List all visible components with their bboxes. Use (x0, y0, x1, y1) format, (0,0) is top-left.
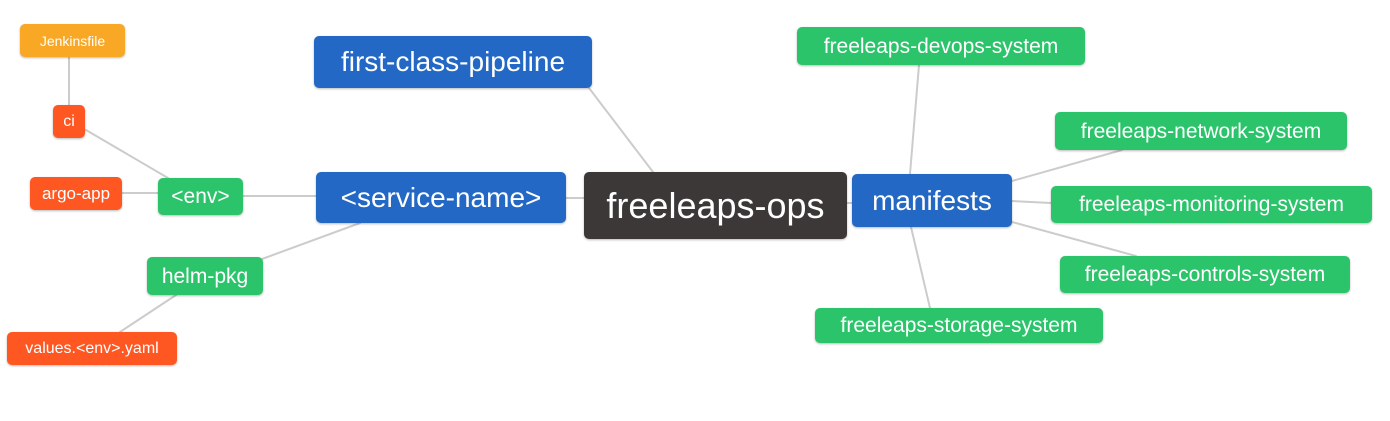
node-monitoring-system[interactable]: freeleaps-monitoring-system (1051, 186, 1372, 223)
edge-manifests-to-network-system (1011, 149, 1123, 182)
edge-helm-pkg-to-values-env-yaml (119, 294, 177, 333)
node-service-name[interactable]: <service-name> (316, 172, 566, 223)
node-first-class-pipeline[interactable]: first-class-pipeline (314, 36, 592, 88)
node-network-system[interactable]: freeleaps-network-system (1055, 112, 1347, 150)
edge-ci-to-env (85, 129, 169, 179)
node-manifests[interactable]: manifests (852, 174, 1012, 227)
edge-manifests-to-devops-system (909, 64, 920, 175)
node-controls-system[interactable]: freeleaps-controls-system (1060, 256, 1350, 293)
edge-manifests-to-monitoring-system (1011, 200, 1052, 204)
node-env[interactable]: <env> (158, 178, 243, 215)
edge-first-class-pipeline-to-freeleaps-ops (588, 87, 654, 173)
node-ci[interactable]: ci (53, 105, 85, 138)
node-devops-system[interactable]: freeleaps-devops-system (797, 27, 1085, 65)
node-jenkinsfile[interactable]: Jenkinsfile (20, 24, 125, 57)
node-argo-app[interactable]: argo-app (30, 177, 122, 210)
node-freeleaps-ops[interactable]: freeleaps-ops (584, 172, 847, 239)
node-helm-pkg[interactable]: helm-pkg (147, 257, 263, 295)
node-values-env-yaml[interactable]: values.<env>.yaml (7, 332, 177, 365)
edge-service-name-to-helm-pkg (261, 222, 361, 260)
node-storage-system[interactable]: freeleaps-storage-system (815, 308, 1103, 343)
edge-manifests-to-storage-system (910, 226, 931, 309)
edge-manifests-to-controls-system (1011, 221, 1137, 257)
